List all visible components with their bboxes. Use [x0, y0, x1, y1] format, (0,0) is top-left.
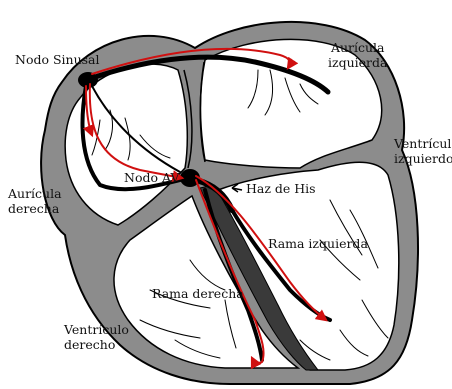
label-nodo-sinusal: Nodo Sinusal	[15, 52, 100, 67]
label-ventriculo-derecho: Ventrículo derecho	[64, 322, 129, 352]
label-rama-derecha: Rama derecha	[152, 286, 244, 301]
label-auricula-derecha: Aurícula derecha	[8, 186, 62, 216]
label-nodo-av: Nodo AV	[124, 170, 179, 185]
label-auricula-izquierda: Aurícula izquierda	[328, 40, 387, 70]
label-rama-izquierda: Rama izquierda	[268, 236, 368, 251]
label-haz-de-his: Haz de His	[246, 181, 316, 196]
label-ventriculo-izquierdo: Ventrículo izquierdo	[394, 136, 452, 166]
